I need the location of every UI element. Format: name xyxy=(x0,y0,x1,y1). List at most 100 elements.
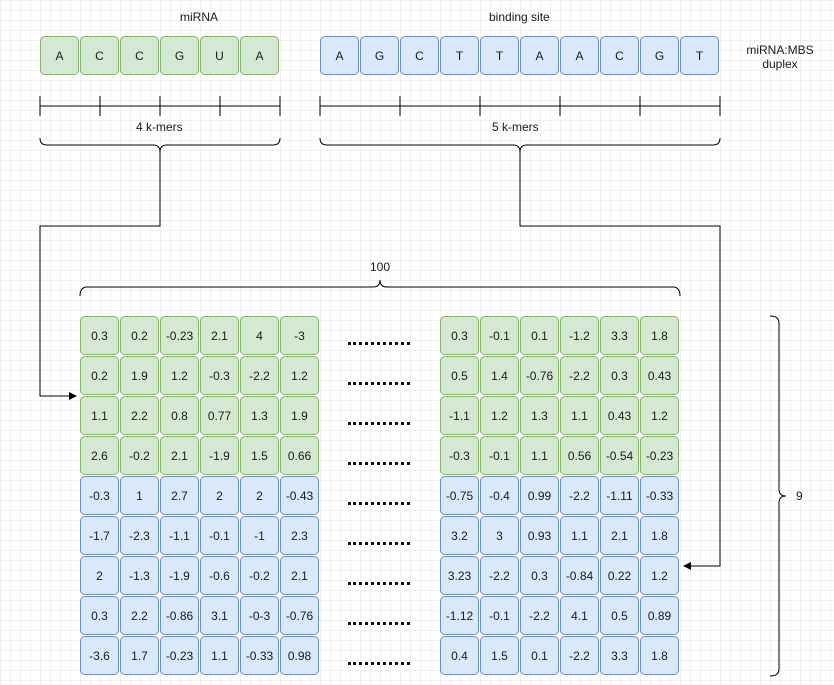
matrix-cell: -2.2 xyxy=(560,636,599,675)
matrix-cell: 0.43 xyxy=(600,396,639,435)
mbs-kmer-ruler xyxy=(319,96,721,116)
matrix-cell: 3.1 xyxy=(200,596,239,635)
matrix-cell: -2.2 xyxy=(520,596,559,635)
matrix-cell: 1.9 xyxy=(280,396,319,435)
matrix-cell: 1.1 xyxy=(80,396,119,435)
matrix-cell: 1.1 xyxy=(560,516,599,555)
matrix-cell: -1.12 xyxy=(440,596,479,635)
matrix-cell: 0.98 xyxy=(280,636,319,675)
matrix-cell: -0.3 xyxy=(200,356,239,395)
matrix-cell: -0.76 xyxy=(280,596,319,635)
matrix-cell: -0-3 xyxy=(240,596,279,635)
matrix-cell: -3.6 xyxy=(80,636,119,675)
matrix-cell: -2.2 xyxy=(560,476,599,515)
matrix-cell: -1.11 xyxy=(600,476,639,515)
mbs-nucleotide: G xyxy=(360,36,399,75)
matrix-cell: -0.76 xyxy=(520,356,559,395)
matrix-cell: -0.33 xyxy=(640,476,679,515)
matrix-cell: -0.3 xyxy=(440,436,479,475)
mbs-nucleotide: A xyxy=(520,36,559,75)
matrix-cell: -1.7 xyxy=(80,516,119,555)
matrix-cell: -0.2 xyxy=(120,436,159,475)
matrix-cell: 0.93 xyxy=(520,516,559,555)
mbs-nucleotide: T xyxy=(480,36,519,75)
mirna-kmer-brace xyxy=(39,137,281,153)
ellipsis-dots xyxy=(348,542,410,545)
matrix-cell: 2.2 xyxy=(120,396,159,435)
matrix-cell: 1.8 xyxy=(640,516,679,555)
duplex-title-line1: miRNA:MBS xyxy=(746,43,814,57)
ellipsis-dots xyxy=(348,502,410,505)
ellipsis-dots xyxy=(348,662,410,665)
matrix-cell: -0.4 xyxy=(480,476,519,515)
matrix-cell: 1.3 xyxy=(520,396,559,435)
matrix-height-label: 9 xyxy=(796,489,803,503)
matrix-cell: 0.5 xyxy=(440,356,479,395)
mirna-kmer-count: 4 k-mers xyxy=(136,120,183,134)
matrix-cell: 0.8 xyxy=(160,396,199,435)
duplex-title-line2: duplex xyxy=(762,57,798,71)
mbs-nucleotide: C xyxy=(600,36,639,75)
matrix-cell: 0.3 xyxy=(440,316,479,355)
matrix-cell: 1.8 xyxy=(640,316,679,355)
matrix-cell: -1.1 xyxy=(440,396,479,435)
matrix-cell: 0.3 xyxy=(80,316,119,355)
mbs-kmer-count: 5 k-mers xyxy=(492,120,539,134)
duplex-title: miRNA:MBS duplex xyxy=(740,43,820,71)
matrix-cell: 2.1 xyxy=(160,436,199,475)
matrix-cell: 0.43 xyxy=(640,356,679,395)
matrix-cell: 1 xyxy=(120,476,159,515)
matrix-cell: -1.9 xyxy=(200,436,239,475)
matrix-cell: 2 xyxy=(200,476,239,515)
matrix-cell: 0.99 xyxy=(520,476,559,515)
matrix-cell: 4.1 xyxy=(560,596,599,635)
matrix-cell: 2.1 xyxy=(280,556,319,595)
matrix-cell: -0.1 xyxy=(480,436,519,475)
ellipsis-dots xyxy=(348,462,410,465)
mbs-nucleotide: T xyxy=(440,36,479,75)
matrix-cell: 0.22 xyxy=(600,556,639,595)
matrix-cell: -2.2 xyxy=(480,556,519,595)
matrix-cell: 0.56 xyxy=(560,436,599,475)
matrix-cell: 3.23 xyxy=(440,556,479,595)
mbs-nucleotide: A xyxy=(320,36,359,75)
matrix-cell: 1.7 xyxy=(120,636,159,675)
matrix-cell: 0.3 xyxy=(520,556,559,595)
matrix-cell: 2.1 xyxy=(200,316,239,355)
matrix-cell: -0.23 xyxy=(160,636,199,675)
matrix-cell: 2 xyxy=(240,476,279,515)
matrix-cell: 1.2 xyxy=(280,356,319,395)
matrix-cell: 1.1 xyxy=(560,396,599,435)
mirna-nucleotide: C xyxy=(80,36,119,75)
mirna-nucleotide: U xyxy=(200,36,239,75)
matrix-cell: 1.5 xyxy=(480,636,519,675)
matrix-cell: -0.23 xyxy=(640,436,679,475)
matrix-cell: 2.7 xyxy=(160,476,199,515)
matrix-cell: 1.4 xyxy=(480,356,519,395)
matrix-cell: 0.5 xyxy=(600,596,639,635)
matrix-cell: 1.1 xyxy=(520,436,559,475)
matrix-cell: 0.3 xyxy=(80,596,119,635)
matrix-cell: -0.3 xyxy=(80,476,119,515)
matrix-cell: -0.86 xyxy=(160,596,199,635)
matrix-cell: 0.77 xyxy=(200,396,239,435)
matrix-cell: -2.2 xyxy=(240,356,279,395)
matrix-cell: -0.84 xyxy=(560,556,599,595)
matrix-cell: 1.8 xyxy=(640,636,679,675)
matrix-cell: 0.2 xyxy=(120,316,159,355)
matrix-cell: -1.9 xyxy=(160,556,199,595)
matrix-cell: -0.43 xyxy=(280,476,319,515)
binding-site-title: binding site xyxy=(489,10,550,24)
matrix-cell: -0.54 xyxy=(600,436,639,475)
matrix-cell: -0.2 xyxy=(240,556,279,595)
ellipsis-dots xyxy=(348,582,410,585)
mirna-nucleotide: A xyxy=(40,36,79,75)
matrix-cell: 1.9 xyxy=(120,356,159,395)
matrix-cell: -1.1 xyxy=(160,516,199,555)
mbs-nucleotide: A xyxy=(560,36,599,75)
matrix-cell: 2.2 xyxy=(120,596,159,635)
mbs-nucleotide: T xyxy=(680,36,719,75)
matrix-cell: -1.3 xyxy=(120,556,159,595)
ellipsis-dots xyxy=(348,622,410,625)
matrix-cell: 0.2 xyxy=(80,356,119,395)
